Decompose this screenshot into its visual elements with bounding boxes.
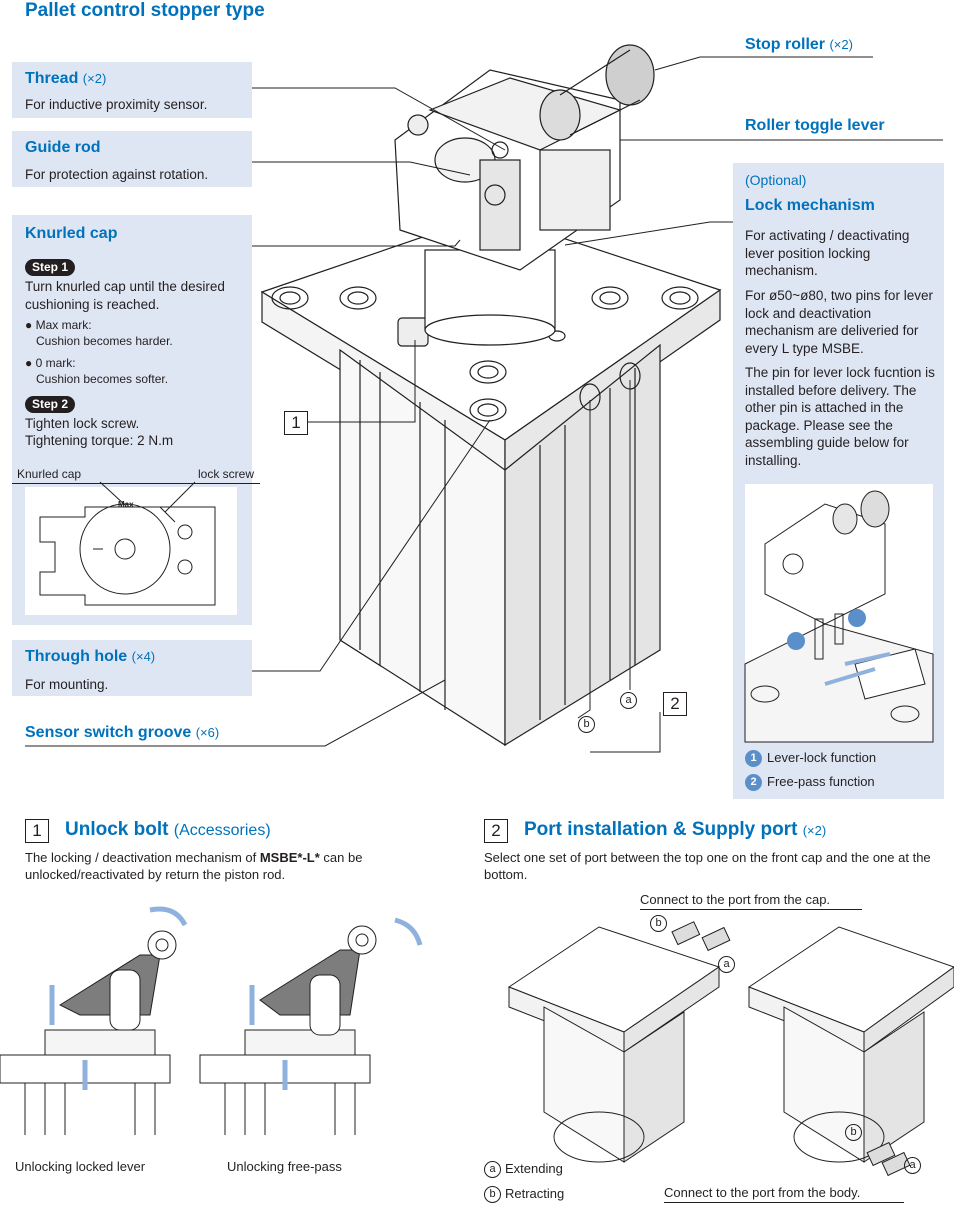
fig-lock-screw-label: lock screw — [198, 467, 255, 481]
page-title: Pallet control stopper type — [25, 0, 265, 21]
lock-p1: For activating / deactivating lever posi… — [745, 228, 910, 278]
section1-heading: Unlock bolt (Accessories) — [65, 819, 271, 840]
unlock-bolt-drawing — [0, 906, 423, 1135]
marker-a: a — [620, 692, 641, 710]
zero-mark: ● 0 mark: — [25, 356, 76, 370]
section2-desc: Select one set of port between the top o… — [484, 850, 931, 882]
max-mark: ● Max mark: — [25, 318, 92, 332]
thread-panel — [12, 62, 252, 118]
section1-num: 1 — [25, 819, 49, 843]
roller-toggle-lever-label: Roller toggle lever — [745, 117, 885, 134]
thread-label: Thread (×2) — [25, 70, 107, 87]
step2-text-1: Tighten lock screw. — [25, 416, 140, 431]
knurled-cap-drawing — [39, 481, 216, 606]
sensor-groove-label: Sensor switch groove (×6) — [25, 724, 220, 741]
guide-rod-desc: For protection against rotation. — [25, 167, 209, 182]
through-hole-desc: For mounting. — [25, 677, 109, 692]
port-b-top: b — [650, 915, 671, 933]
connect-body-label: Connect to the port from the body. — [664, 1185, 861, 1200]
section2-num: 2 — [484, 819, 508, 843]
lock-p2: For ø50~ø80, two pins for lever lock and… — [745, 288, 933, 356]
stopper-illustration — [25, 44, 943, 753]
section1-desc: The locking / deactivation mechanism of … — [25, 850, 363, 882]
marker-2: 2 — [663, 692, 687, 716]
lock-figure-drawing — [744, 490, 934, 743]
caption-free-pass: Unlocking free-pass — [227, 1159, 342, 1174]
connect-body-line — [664, 1202, 904, 1203]
thread-desc: For inductive proximity sensor. — [25, 97, 208, 112]
zero-desc: Cushion becomes softer. — [36, 372, 169, 386]
port-installation-drawing — [507, 921, 954, 1177]
step2-text-2: Tightening torque: 2 N.m — [25, 433, 174, 448]
fig-label-line — [12, 483, 260, 484]
through-hole-label: Through hole (×4) — [25, 648, 156, 665]
through-hole-panel — [12, 640, 252, 696]
stop-roller-label: Stop roller (×2) — [745, 36, 853, 53]
knurled-cap-label: Knurled cap — [25, 225, 118, 242]
fig-knurled-cap-label: Knurled cap — [17, 467, 82, 481]
guide-rod-panel — [12, 131, 252, 187]
port-b-bottom: b — [845, 1124, 866, 1142]
port-a-bottom: a — [904, 1157, 925, 1175]
max-desc: Cushion becomes harder. — [36, 334, 173, 348]
marker-1: 1 — [284, 411, 308, 435]
lock-optional: (Optional) — [745, 172, 807, 188]
step1-text: Turn knurled cap until the desired cushi… — [25, 279, 225, 312]
lock-p3: The pin for lever lock fucntion is insta… — [745, 365, 935, 468]
section2-heading: Port installation & Supply port (×2) — [524, 819, 827, 840]
lock-mechanism-label: Lock mechanism — [745, 197, 875, 214]
connect-cap-line — [640, 909, 862, 910]
step1-badge: Step 1 — [25, 258, 76, 276]
port-a-top: a — [718, 956, 739, 974]
step2-badge: Step 2 — [25, 395, 76, 413]
connect-cap-label: Connect to the port from the cap. — [640, 892, 831, 907]
marker-b: b — [578, 716, 599, 734]
guide-rod-label: Guide rod — [25, 139, 101, 156]
caption-locked-lever: Unlocking locked lever — [15, 1159, 146, 1174]
fig-max-text: Max — [118, 500, 134, 509]
